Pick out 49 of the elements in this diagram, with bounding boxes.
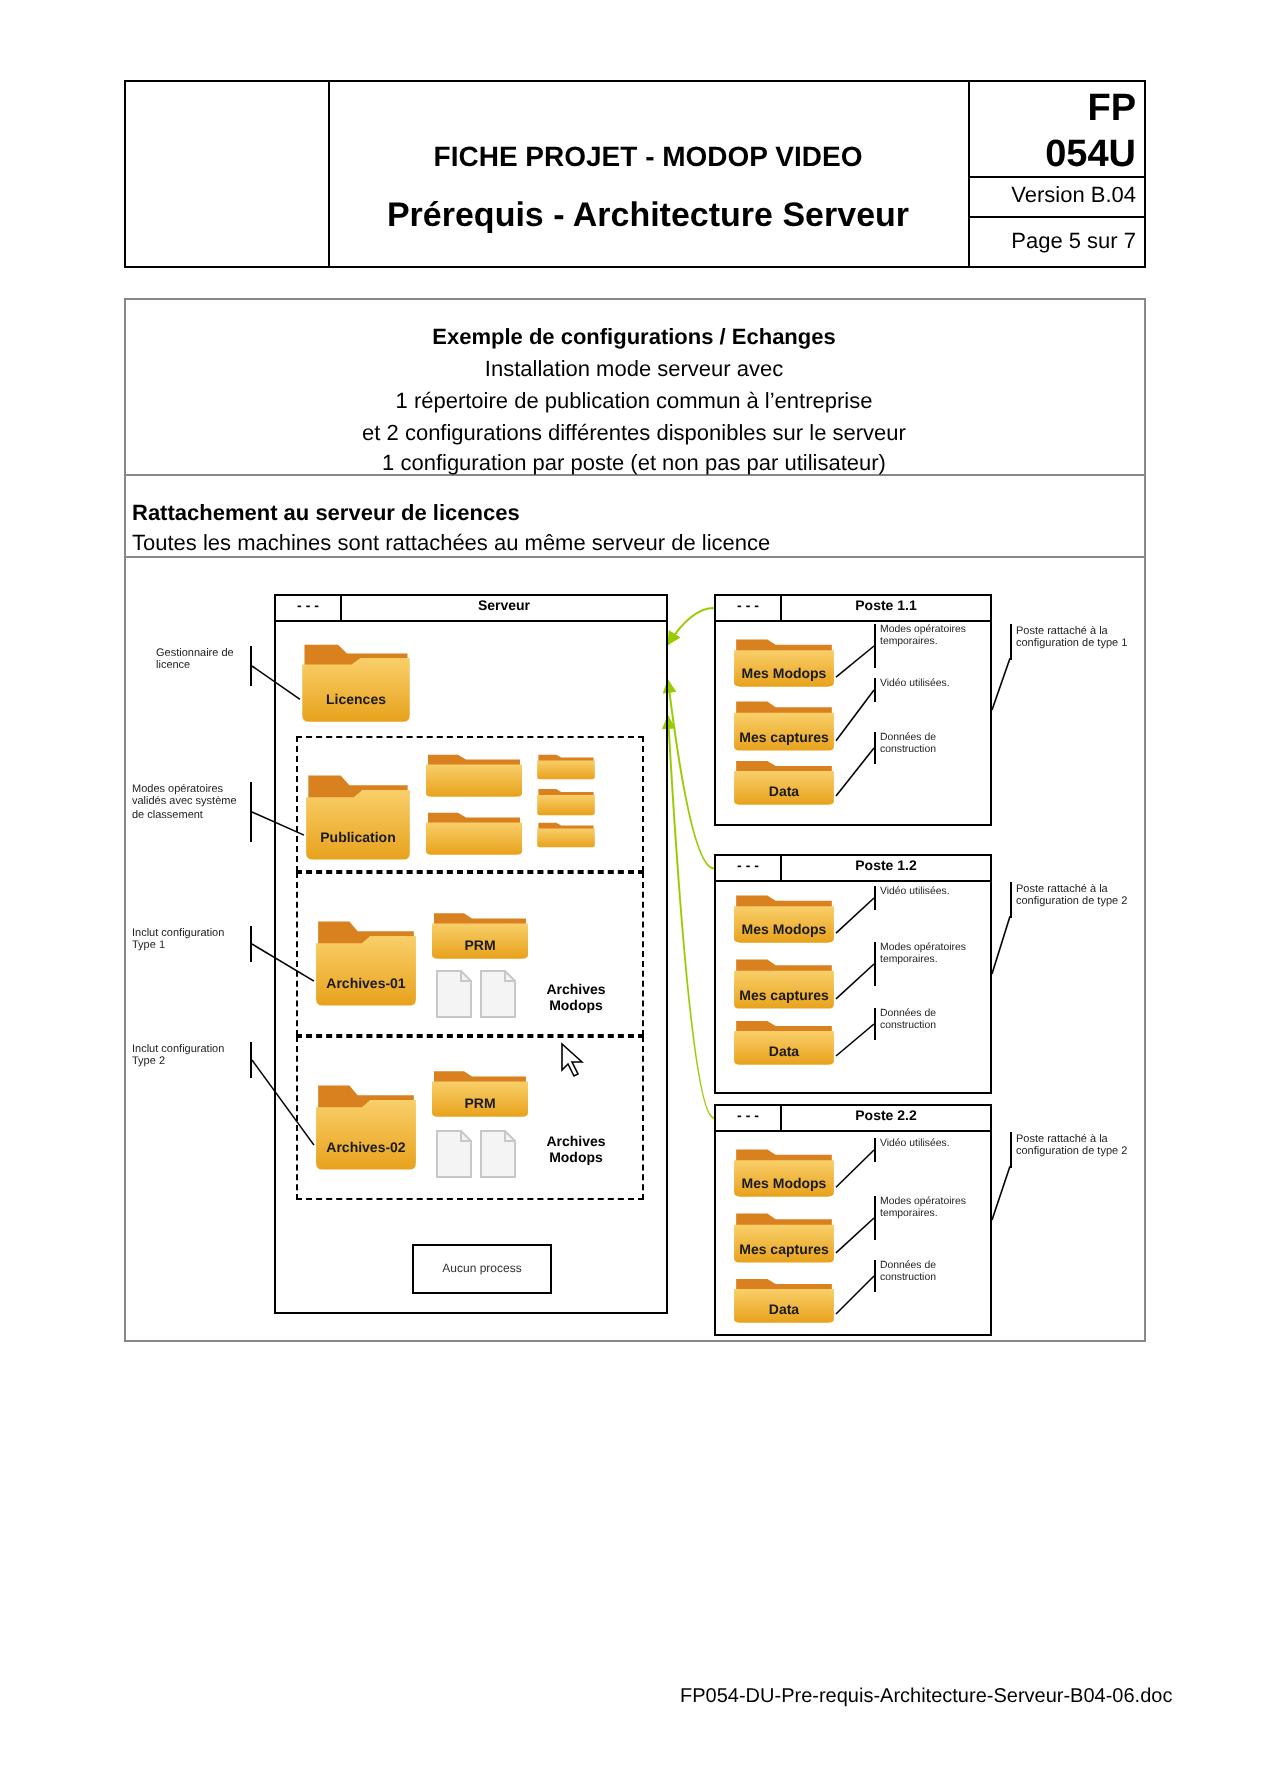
folder-icon [732,756,836,806]
machine-box [714,854,992,1094]
dashed-group-box [296,736,644,872]
folder-icon [536,786,596,816]
folder-icon [732,1208,836,1264]
arrow [661,715,715,1119]
leader-line [835,1023,875,1057]
version-label: Version B.04 [1009,184,1136,211]
folder-icon [732,1274,836,1324]
folder-icon [536,820,596,848]
section-text: Toutes les machines sont rattachées au même serveur de licence [132,532,773,559]
leader-line [251,943,315,982]
folder-icon [732,1144,836,1198]
page-number: Page 5 sur 7 [1009,230,1136,257]
leader-line [835,689,875,742]
intro-text: 1 configuration par poste (et non pas par utilisateur) [380,452,888,479]
arrow [667,606,715,646]
leader-line [835,1217,875,1254]
folder-icon [732,954,836,1010]
folder-icon [732,1016,836,1066]
leader-line [835,897,875,934]
document-code: FP 054U [1043,88,1136,180]
file-name: FP054-DU-Pre-requis-Architecture-Serveur-B04-06.doc [680,1686,1175,1710]
section-heading: Exemple de configurations / Echanges [430,326,838,353]
folder-icon [424,750,524,798]
folder-icon [732,696,836,752]
intro-text: 1 répertoire de publication commun à l’entreprise [393,390,875,417]
folder-icon [424,808,524,856]
leader-line [991,915,1011,975]
document-title: FICHE PROJET - MODOP VIDEO [431,140,865,174]
leader-line [251,665,301,701]
leader-line [991,657,1011,711]
folder-icon [430,908,530,960]
leader-line [251,811,305,836]
folder-icon [732,634,836,688]
leader-line [991,1165,1011,1221]
folder-icon [430,1066,530,1118]
intro-text: Installation mode serveur avec [482,358,786,385]
folder-icon [536,752,596,780]
leader-line [835,1149,875,1188]
leader-line [835,645,875,678]
machine-box [714,594,992,826]
machine-box [714,1104,992,1336]
arrow [662,679,715,870]
section-heading: Rattachement au serveur de licences [132,502,522,529]
leader-line [835,963,875,1000]
folder-icon [732,890,836,944]
intro-text: et 2 configurations différentes disponibles sur le serveur [360,422,908,449]
document-subtitle: Prérequis - Architecture Serveur [384,196,912,237]
